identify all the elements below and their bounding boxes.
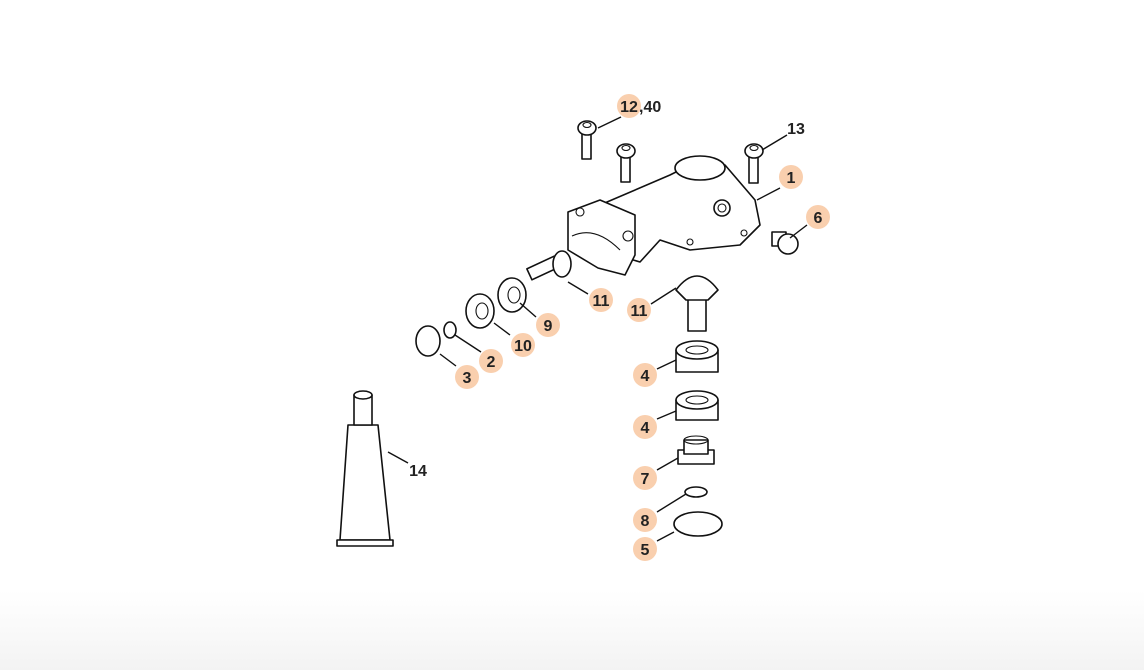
highlight-circle bbox=[627, 298, 651, 322]
highlight-circle bbox=[633, 466, 657, 490]
callout-c4b[interactable]: 4 bbox=[633, 410, 677, 439]
callout-c11a[interactable]: 11 bbox=[567, 281, 613, 312]
callout-number: 4 bbox=[641, 368, 650, 385]
highlight-circle bbox=[633, 508, 657, 532]
leader-line bbox=[756, 187, 781, 201]
callout-number: 4 bbox=[641, 420, 650, 437]
callouts: 12,40 13 1 6 11 9 10 23 11 4 4 7 8 5 14 bbox=[387, 94, 830, 561]
highlight-circle bbox=[617, 94, 641, 118]
leader-line bbox=[387, 451, 409, 464]
callout-number: 14 bbox=[409, 463, 427, 480]
callout-c11b[interactable]: 11 bbox=[627, 287, 677, 322]
circlip-part-5[interactable] bbox=[673, 511, 723, 537]
screw-part-12b[interactable] bbox=[616, 143, 636, 183]
callout-c2[interactable]: 2 bbox=[454, 334, 503, 373]
grease-tube-part-14[interactable] bbox=[336, 390, 394, 547]
callout-c5[interactable]: 5 bbox=[633, 531, 675, 561]
screw-part-12[interactable] bbox=[577, 120, 597, 160]
gear-housing-part-1[interactable] bbox=[567, 155, 761, 276]
highlight-circle bbox=[633, 363, 657, 387]
callout-c6[interactable]: 6 bbox=[789, 205, 830, 239]
callout-c8[interactable]: 8 bbox=[633, 493, 687, 532]
leader-line bbox=[789, 224, 808, 239]
highlight-circle bbox=[455, 365, 479, 389]
callout-number: 1 bbox=[787, 170, 796, 187]
screw-part-13[interactable] bbox=[744, 143, 764, 184]
callout-c12[interactable]: 12,40 bbox=[597, 94, 661, 129]
highlight-circle bbox=[589, 288, 613, 312]
callout-number: 6 bbox=[814, 210, 823, 227]
callout-number: 13 bbox=[787, 121, 805, 138]
callout-c1[interactable]: 1 bbox=[756, 165, 803, 201]
highlight-circle bbox=[536, 313, 560, 337]
callout-c14[interactable]: 14 bbox=[387, 451, 427, 480]
callout-c10[interactable]: 10 bbox=[493, 322, 535, 357]
callout-suffix: ,40 bbox=[639, 99, 661, 116]
bearing-part-9[interactable] bbox=[497, 277, 527, 313]
highlight-circle bbox=[479, 349, 503, 373]
callout-number: 10 bbox=[514, 338, 532, 355]
ring-part-2[interactable] bbox=[443, 321, 457, 339]
bottom-fade bbox=[0, 590, 1144, 670]
leader-line bbox=[519, 302, 537, 318]
circlip-part-3[interactable] bbox=[415, 325, 441, 357]
callout-number: 11 bbox=[593, 293, 610, 310]
callout-c13[interactable]: 13 bbox=[761, 121, 805, 151]
ring-part-8[interactable] bbox=[684, 486, 708, 498]
leader-line bbox=[656, 457, 679, 471]
leader-line bbox=[493, 322, 511, 336]
leader-line bbox=[656, 410, 677, 420]
bevel-gear-part-11-lower[interactable] bbox=[675, 275, 719, 332]
callout-number: 2 bbox=[487, 354, 496, 371]
bearing-part-4a[interactable] bbox=[675, 340, 719, 373]
bearing-part-4b[interactable] bbox=[675, 390, 719, 421]
callout-c3[interactable]: 3 bbox=[439, 353, 479, 389]
highlight-circle bbox=[633, 537, 657, 561]
leader-line bbox=[656, 493, 687, 513]
gear-sleeve-part-7[interactable] bbox=[677, 435, 715, 465]
highlight-circle bbox=[511, 333, 535, 357]
highlight-circle bbox=[779, 165, 803, 189]
callout-number: 5 bbox=[641, 542, 650, 559]
highlight-circle bbox=[633, 415, 657, 439]
callout-number: 3 bbox=[463, 370, 472, 387]
leader-line bbox=[454, 334, 482, 353]
leader-line bbox=[567, 281, 589, 295]
callout-number: 8 bbox=[641, 513, 650, 530]
callout-c9[interactable]: 9 bbox=[519, 302, 560, 337]
callout-c7[interactable]: 7 bbox=[633, 457, 679, 490]
leader-line bbox=[656, 359, 677, 370]
callout-number: 12 bbox=[620, 99, 638, 116]
leader-line bbox=[439, 353, 457, 367]
leader-line bbox=[597, 116, 622, 129]
callout-number: 9 bbox=[544, 318, 553, 335]
callout-number: 7 bbox=[641, 471, 650, 488]
leader-line bbox=[656, 531, 675, 542]
callout-number: 11 bbox=[631, 303, 648, 320]
callout-c4a[interactable]: 4 bbox=[633, 359, 677, 387]
pinion-part-11-upper[interactable] bbox=[526, 250, 572, 281]
highlight-circle bbox=[806, 205, 830, 229]
plug-screw-part-6[interactable] bbox=[771, 231, 799, 255]
leader-line bbox=[761, 134, 788, 151]
bearing-part-10[interactable] bbox=[465, 293, 495, 329]
leader-line bbox=[650, 287, 677, 305]
